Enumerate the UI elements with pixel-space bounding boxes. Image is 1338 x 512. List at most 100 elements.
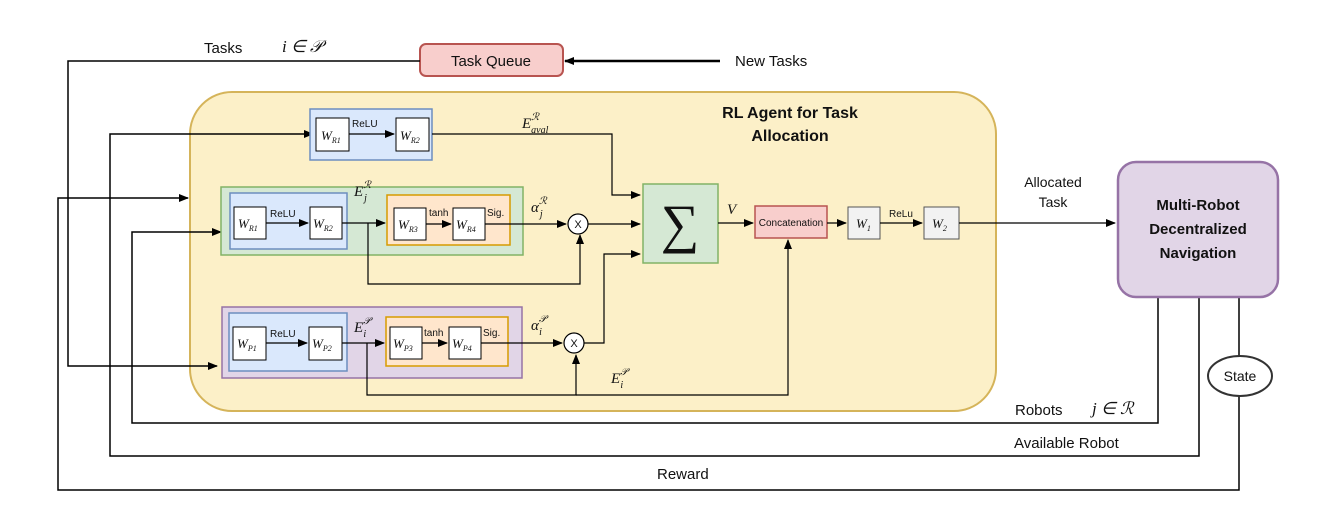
sig-label: Sig. <box>487 208 504 219</box>
alpha-j-sup: ℛ <box>539 196 548 207</box>
svg-text:WR3: WR3 <box>398 217 418 234</box>
nav-label-1: Multi-Robot <box>1156 197 1239 214</box>
e-i2-sub: i <box>620 380 623 391</box>
svg-text:WP4: WP4 <box>452 336 472 353</box>
svg-text:WR4: WR4 <box>456 217 476 234</box>
e-j-sup: ℛ <box>363 180 372 191</box>
w-label: W <box>238 216 250 231</box>
sum-symbol: ∑ <box>661 194 700 254</box>
e-aval-line <box>432 133 641 199</box>
weight-w2 <box>923 206 960 240</box>
w-label: W <box>932 216 944 231</box>
w-label: W <box>312 336 324 351</box>
allocated-label-2: Task <box>1039 194 1069 210</box>
w-label: W <box>237 336 249 351</box>
new-tasks-label: New Tasks <box>735 53 807 70</box>
e-j-sub: j <box>362 193 367 204</box>
e-i-to-concat-line <box>576 239 792 396</box>
svg-text:W1: W1 <box>856 216 871 233</box>
relu-label: ReLU <box>352 119 378 130</box>
available-robot-line <box>109 130 1200 457</box>
tanh-label: tanh <box>429 208 448 219</box>
svg-text:E𝒫i: E𝒫i <box>353 316 373 340</box>
relu-small-label: ReLu <box>889 209 913 220</box>
concatenation-block <box>754 205 828 239</box>
relu-label: ReLU <box>270 329 296 340</box>
w-sub: P2 <box>322 344 332 353</box>
e-i-sup: 𝒫 <box>363 316 373 327</box>
e-i2: E <box>610 371 620 387</box>
weight-wp4 <box>448 326 482 360</box>
agent-title-line2: Allocation <box>751 128 828 145</box>
svg-text:α𝒫i: α𝒫i <box>531 314 549 338</box>
tasks-line <box>67 60 420 370</box>
e-i2-sup: 𝒫 <box>620 367 630 378</box>
w-sub: 2 <box>943 224 947 233</box>
svg-text:WR1: WR1 <box>238 216 258 233</box>
svg-text:WR2: WR2 <box>400 128 420 145</box>
weight-wp1 <box>232 326 267 361</box>
reward-line <box>57 194 1240 491</box>
w-sub: P3 <box>403 344 413 353</box>
available-robot-label: Available Robot <box>1014 435 1120 452</box>
nav-label-2: Decentralized <box>1149 221 1247 238</box>
robots-set-label: j ∈ ℛ <box>1090 399 1135 418</box>
alpha-j: α <box>531 200 540 216</box>
e-i-skip-line <box>366 343 580 396</box>
w-label: W <box>856 216 868 231</box>
robots-line <box>131 228 1159 424</box>
w-label: W <box>398 217 410 232</box>
state-label: State <box>1224 368 1257 384</box>
w-label: W <box>313 216 325 231</box>
agent-title-line1: RL Agent for Task <box>722 105 858 122</box>
nav-label-3: Navigation <box>1160 245 1237 262</box>
task-to-sum-line <box>584 250 641 344</box>
w-sub: P4 <box>462 344 472 353</box>
w-sub: R2 <box>323 224 333 233</box>
w-sub: R1 <box>331 136 341 145</box>
w-sub: R2 <box>410 136 420 145</box>
svg-text:WR1: WR1 <box>321 128 341 145</box>
tasks-label: Tasks <box>204 40 242 57</box>
e-j-skip-line <box>367 223 584 285</box>
w-label: W <box>393 336 405 351</box>
concatenation-label: Concatenation <box>759 218 824 229</box>
navigation-block <box>1116 160 1280 299</box>
w-label: W <box>456 217 468 232</box>
w-sub: P1 <box>247 344 257 353</box>
relu-label: ReLU <box>270 209 296 220</box>
mult-label: X <box>570 338 578 350</box>
svg-text:W2: W2 <box>932 216 947 233</box>
w-label: W <box>321 128 333 143</box>
mult-label: X <box>574 219 582 231</box>
svg-text:WP3: WP3 <box>393 336 413 353</box>
state-ellipse <box>1207 355 1273 397</box>
w-sub: R1 <box>248 224 258 233</box>
w-sub: R3 <box>408 225 418 234</box>
sum-node <box>642 183 719 264</box>
sig-label: Sig. <box>483 328 500 339</box>
weight-wr1 <box>233 206 267 240</box>
tasks-set-label: i ∈ 𝒫 <box>282 37 327 56</box>
e-i-sub: i <box>363 329 366 340</box>
alpha-i: α <box>531 318 540 334</box>
weight-wr2-top <box>395 117 430 152</box>
e-aval-sup: ℛ <box>531 112 540 123</box>
v-label: V <box>727 202 738 218</box>
task-queue-box[interactable] <box>419 43 564 77</box>
e-j: E <box>353 184 363 200</box>
w-sub: R4 <box>466 225 476 234</box>
weight-wp3 <box>389 326 423 360</box>
alpha-j-sub: j <box>538 209 543 220</box>
weight-wr4 <box>452 207 486 241</box>
e-aval-sub: aval <box>531 125 548 136</box>
e-i: E <box>353 320 363 336</box>
svg-text:αℛj: αℛj <box>531 196 548 220</box>
svg-text:E𝒫i: E𝒫i <box>610 367 630 391</box>
svg-text:Eℛj: Eℛj <box>353 180 372 204</box>
w-label: W <box>452 336 464 351</box>
robots-label: Robots <box>1015 402 1063 419</box>
w-label: W <box>400 128 412 143</box>
